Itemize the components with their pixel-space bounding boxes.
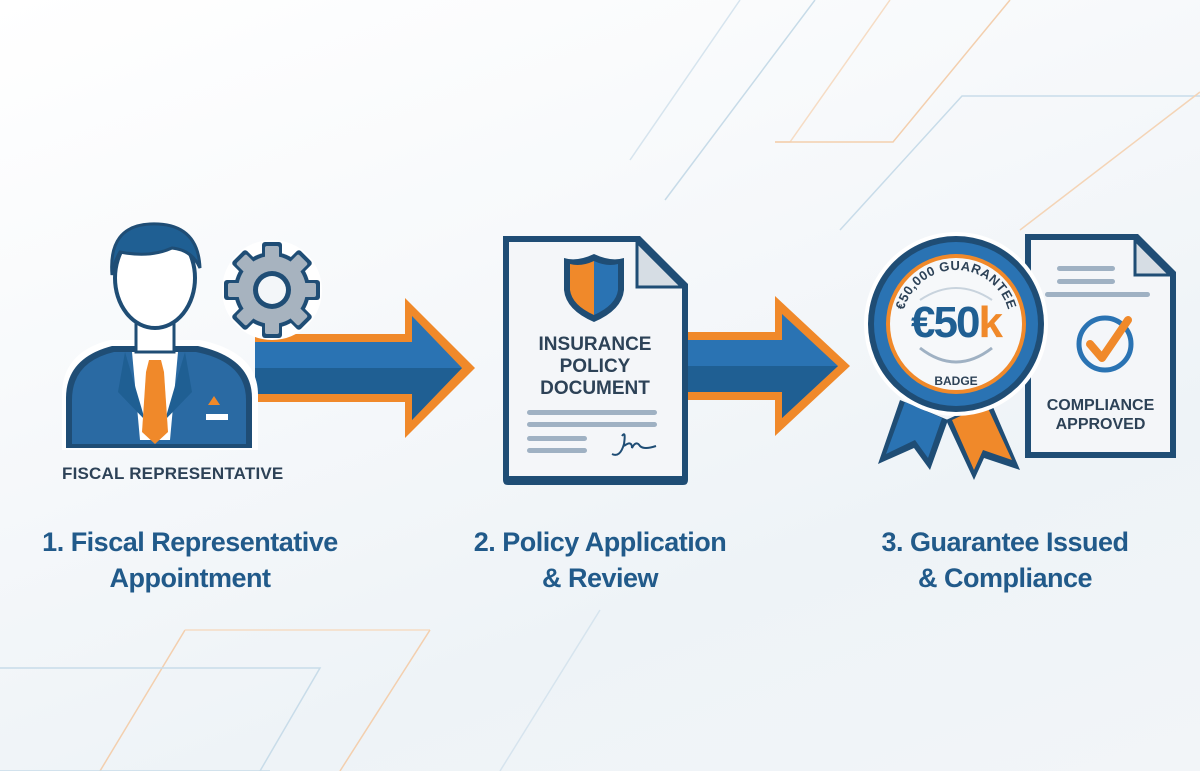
checkmark-circle-icon xyxy=(1076,315,1134,373)
ribbon-icon xyxy=(878,400,1020,480)
gear-icon xyxy=(222,240,322,340)
insurance-policy-document-title: INSURANCE POLICY DOCUMENT xyxy=(510,334,680,400)
step-2-title-line2: & Review xyxy=(541,563,659,593)
step-1-title: 1. Fiscal Representative Appointment xyxy=(10,524,370,596)
shield-icon xyxy=(564,254,624,322)
document-title-line: INSURANCE xyxy=(538,334,652,355)
step-2-title-line1: 2. Policy Application xyxy=(473,527,727,557)
step-1-title-line1: 1. Fiscal Representative xyxy=(42,527,338,557)
step-3-title: 3. Guarantee Issued & Compliance xyxy=(825,524,1185,596)
badge-amount-suffix: k xyxy=(978,298,1003,347)
step-2-title: 2. Policy Application & Review xyxy=(420,524,780,596)
compliance-line: COMPLIANCE xyxy=(1046,397,1155,414)
step-1-title-line2: Appointment xyxy=(109,563,271,593)
fiscal-representative-label: FISCAL REPRESENTATIVE xyxy=(62,464,284,483)
insurance-document-icon xyxy=(503,236,688,485)
step-3-title-line2: & Compliance xyxy=(917,563,1093,593)
document-title-line: DOCUMENT xyxy=(540,378,650,399)
compliance-document-icon xyxy=(1025,234,1176,458)
badge-bottom-text: BADGE xyxy=(934,374,978,388)
compliance-line: APPROVED xyxy=(1055,416,1146,433)
signature-icon xyxy=(611,433,657,456)
compliance-approved-label: COMPLIANCE APPROVED xyxy=(1031,396,1170,434)
arrow-right-icon xyxy=(255,298,475,438)
arrow-right-icon xyxy=(682,296,850,436)
badge-amount: €50k xyxy=(886,300,1026,346)
businessman-icon xyxy=(62,222,258,450)
step-3-title-line1: 3. Guarantee Issued xyxy=(881,527,1129,557)
badge-amount-main: €50 xyxy=(911,298,980,347)
guarantee-badge-icon: €50,000 GUARANTEE xyxy=(864,232,1048,416)
document-title-line: POLICY xyxy=(559,356,631,377)
